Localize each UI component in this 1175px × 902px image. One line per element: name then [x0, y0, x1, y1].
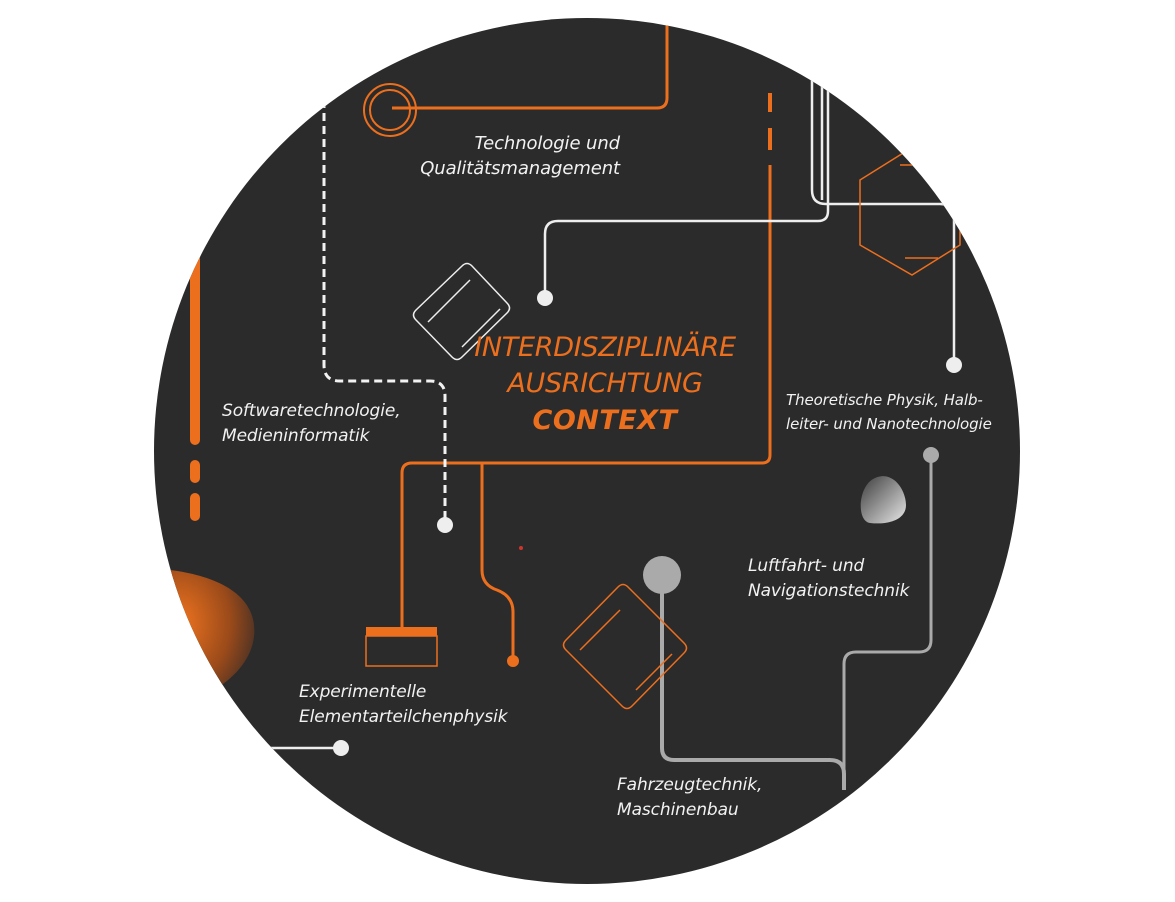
- orange-line-center: [400, 93, 772, 660]
- gray-dot-node: [923, 447, 939, 463]
- label-line: Qualitätsmanagement: [420, 158, 620, 179]
- label-software: Softwaretechnologie, Medieninformatik: [222, 399, 401, 449]
- label-experimental: Experimentelle Elementarteilchenphysik: [299, 680, 508, 730]
- gray-big-dot-node: [643, 556, 681, 594]
- background-circle: [154, 18, 1020, 884]
- label-line: Navigationstechnik: [748, 581, 910, 601]
- white-diamond-icon: [412, 262, 511, 361]
- label-line: Theoretische Physik, Halb-: [786, 391, 983, 409]
- center-title-line1: INTERDISZIPLINÄRE: [474, 332, 736, 363]
- label-aviation: Luftfahrt- und Navigationstechnik: [748, 554, 909, 604]
- gray-blob-shape: [860, 476, 906, 524]
- gray-line-bottom: [660, 575, 846, 790]
- label-physics: Theoretische Physik, Halb- leiter- und N…: [786, 388, 992, 436]
- label-line: Experimentelle: [299, 682, 427, 702]
- target-circle-icon: [363, 83, 417, 137]
- center-title-context: CONTEXT: [532, 405, 678, 436]
- label-line: Luftfahrt- und: [748, 556, 865, 576]
- white-dot-node: [537, 290, 553, 306]
- label-technology-quality: Technologie und Qualitätsmanagement: [412, 131, 620, 181]
- label-vehicle: Fahrzeugtechnik, Maschinenbau: [617, 773, 762, 823]
- orange-line-top: [392, 18, 669, 110]
- label-line: Maschinenbau: [617, 800, 739, 820]
- center-title: INTERDISZIPLINÄRE AUSRICHTUNG CONTEXT: [420, 330, 790, 440]
- label-line: Fahrzeugtechnik,: [617, 775, 763, 795]
- white-dot-node: [333, 740, 349, 756]
- label-line: Elementarteilchenphysik: [299, 707, 508, 727]
- white-dot-node: [946, 357, 962, 373]
- gray-line-right: [842, 457, 933, 790]
- label-line: leiter- und Nanotechnologie: [786, 415, 992, 433]
- label-line: Medieninformatik: [222, 426, 370, 446]
- orange-diamond-icon: [562, 583, 688, 710]
- center-title-line2: AUSRICHTUNG: [507, 368, 703, 399]
- label-line: Technologie und: [474, 133, 620, 154]
- white-dot-node: [437, 517, 453, 533]
- orange-bracket-shape: [365, 627, 438, 667]
- orange-dot-node: [507, 655, 519, 667]
- red-dot-marker: [519, 546, 523, 550]
- label-line: Softwaretechnologie,: [222, 401, 401, 421]
